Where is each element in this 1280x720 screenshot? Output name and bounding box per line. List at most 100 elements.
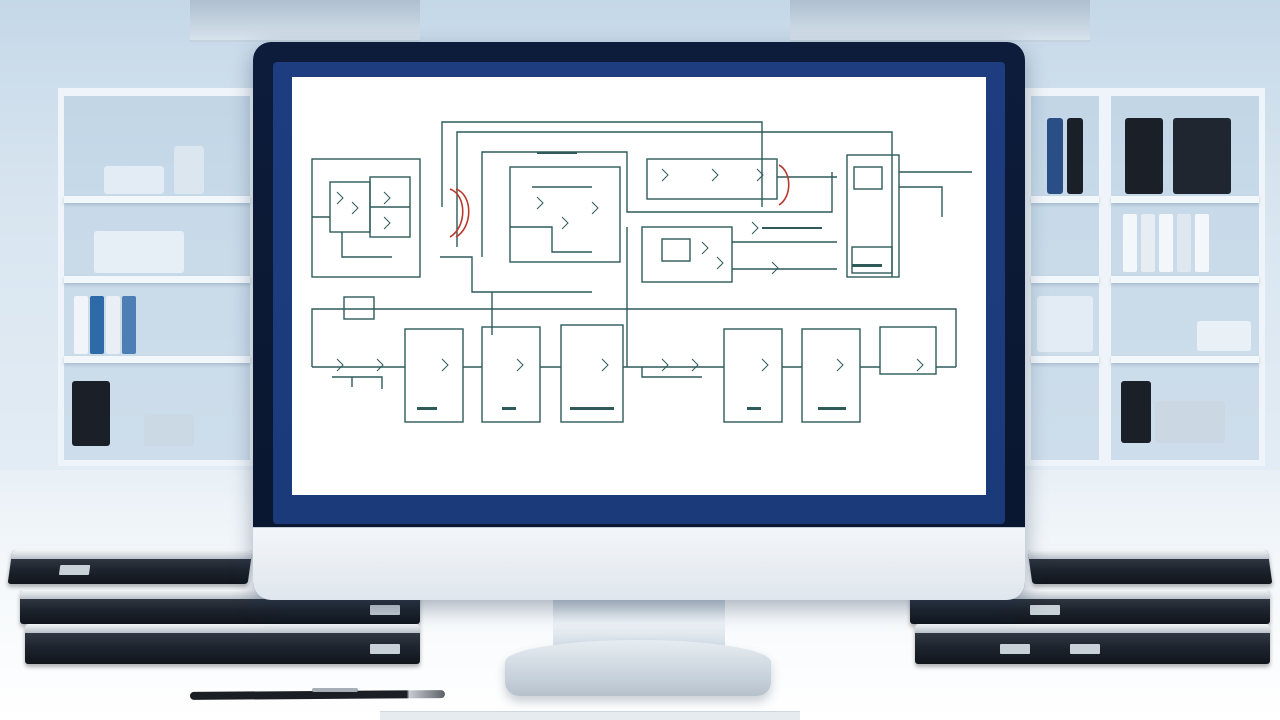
schematic-label-mark — [417, 407, 437, 410]
book-pages — [25, 624, 420, 633]
storage-box — [174, 146, 204, 194]
schematic-label-mark — [747, 407, 761, 410]
schematic-inductor — [449, 188, 470, 238]
storage-box — [1197, 321, 1251, 351]
binder — [106, 296, 120, 354]
dark-binder — [1173, 118, 1231, 194]
binder — [1067, 118, 1083, 194]
monitor-stand-neck — [553, 598, 725, 648]
schematic-label-mark — [502, 407, 516, 410]
ceiling-fixture-right — [790, 0, 1090, 42]
schematic-inductor — [778, 164, 790, 206]
book — [915, 624, 1270, 664]
ceiling-fixture-left — [190, 0, 420, 42]
binder — [1159, 214, 1173, 272]
schematic-wire — [732, 176, 837, 270]
schematic-wire — [641, 367, 702, 378]
schematic-symbol — [701, 221, 779, 275]
dark-binder — [1125, 118, 1163, 194]
binder — [122, 296, 136, 354]
shelf-board — [64, 276, 250, 283]
schematic-component — [851, 246, 893, 274]
shelf-board — [64, 196, 250, 203]
shelf-board — [1031, 276, 1099, 283]
schematic-block — [646, 158, 778, 200]
shelf-board — [1111, 196, 1259, 203]
schematic-wire — [332, 376, 383, 389]
schematic-wire — [311, 308, 957, 367]
book-label — [1030, 605, 1060, 615]
schematic-block — [481, 326, 541, 423]
schematic-block — [846, 154, 900, 278]
schematic-label-mark — [818, 407, 846, 410]
schematic-block — [641, 226, 733, 283]
book-label — [370, 605, 400, 615]
schematic-label-mark — [762, 227, 822, 229]
book-pages — [1027, 550, 1269, 559]
storage-box — [94, 231, 184, 273]
schematic-symbol — [661, 168, 764, 182]
schematic-symbol — [661, 358, 924, 372]
dark-binder — [1121, 381, 1151, 443]
book-label — [1070, 644, 1100, 654]
shelf-board — [1031, 356, 1099, 363]
monitor-chin — [253, 527, 1025, 600]
monitor-screen — [292, 77, 986, 495]
shelf-board — [1111, 276, 1259, 283]
schematic-wire — [312, 206, 410, 258]
shelf-unit-right — [1105, 88, 1265, 466]
shelf-board — [1031, 196, 1099, 203]
shelf-board — [64, 356, 250, 363]
binder — [1177, 214, 1191, 272]
schematic-wire — [440, 256, 592, 293]
monitor-stand-base — [505, 640, 771, 696]
schematic-block — [404, 328, 464, 423]
schematic-block — [560, 324, 624, 423]
book-label — [370, 644, 400, 654]
schematic-component — [853, 166, 883, 190]
binder — [74, 296, 88, 354]
schematic-wire — [456, 131, 893, 277]
binder — [1141, 214, 1155, 272]
shelf-unit-right-narrow — [1025, 88, 1105, 466]
schematic-label-mark — [852, 264, 882, 267]
schematic-wire — [441, 121, 763, 207]
schematic-wire — [510, 186, 592, 253]
schematic-block — [879, 326, 937, 375]
schematic-symbol — [536, 196, 599, 230]
binder — [1047, 118, 1063, 194]
shelf-board — [1111, 356, 1259, 363]
book-pages — [915, 624, 1270, 633]
schematic-block — [723, 328, 783, 423]
schematic-component — [661, 238, 691, 262]
schematic-block — [509, 166, 621, 263]
schematic-component — [343, 296, 375, 320]
storage-box — [1037, 296, 1093, 352]
storage-box — [104, 166, 164, 194]
schematic-block — [311, 158, 421, 278]
monitor — [253, 42, 1025, 600]
book — [1027, 550, 1273, 584]
pen-clip — [312, 688, 358, 692]
binder — [1123, 214, 1137, 272]
book-label — [58, 565, 91, 575]
schematic-label-mark — [537, 152, 577, 154]
schematic-block — [801, 328, 861, 423]
book-label — [1000, 644, 1030, 654]
binder — [90, 296, 104, 354]
schematic-symbol — [336, 358, 609, 372]
storage-box — [144, 414, 194, 446]
schematic-block — [329, 181, 371, 233]
storage-box — [1155, 401, 1225, 443]
schematic-wire — [481, 151, 833, 257]
book — [25, 624, 420, 664]
book-pages — [11, 550, 253, 559]
schematic-label-mark — [570, 407, 614, 410]
schematic-wire — [491, 227, 628, 367]
schematic-symbol — [336, 191, 391, 230]
book-pages — [910, 590, 1270, 599]
keyboard-edge — [380, 711, 800, 720]
shelf-unit-left — [58, 88, 256, 466]
binder — [1195, 214, 1209, 272]
